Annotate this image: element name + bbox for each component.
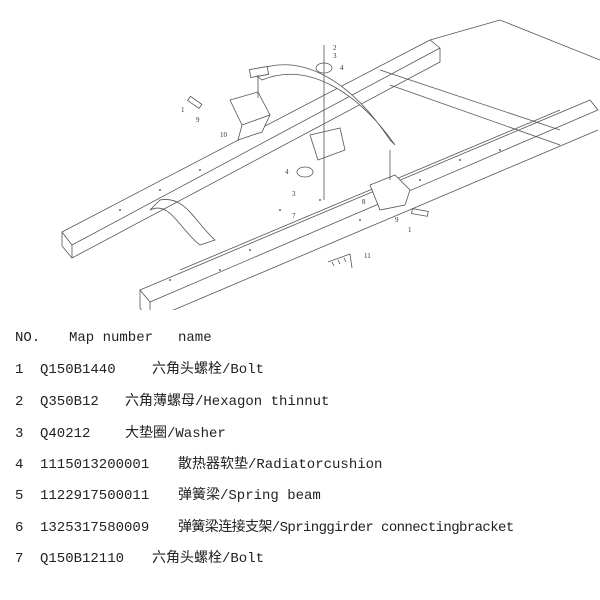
- header-name: name: [178, 330, 212, 346]
- row-name: 六角头螺栓/Bolt: [152, 362, 265, 378]
- table-row: 4 1115013200001 散热器软垫/Radiatorcushion: [0, 454, 600, 476]
- radiator-cushion-lower: [296, 166, 314, 178]
- table-row: 2 Q350B12 六角薄螺母/Hexagon thinnut: [0, 391, 600, 413]
- row-no: 3: [15, 426, 24, 442]
- table-row: 1 Q150B1440 六角头螺栓/Bolt: [0, 359, 600, 381]
- parts-table-header: NO. Map number name: [0, 327, 600, 349]
- row-no: 1: [15, 362, 24, 378]
- row-name: 六角薄螺母/Hexagon thinnut: [125, 394, 330, 410]
- row-name: 弹簧梁/Spring beam: [178, 488, 321, 504]
- callout-4-top: 4: [340, 64, 344, 72]
- bolt-left: [186, 95, 203, 110]
- row-map-number: Q350B12: [40, 394, 99, 410]
- spring-bracket-left: [229, 91, 271, 141]
- callout-3-bottom: 3: [292, 190, 296, 198]
- row-no: 2: [15, 394, 24, 410]
- callout-9-right: 9: [395, 216, 399, 224]
- callout-9-left: 9: [196, 116, 200, 124]
- row-no: 4: [15, 457, 24, 473]
- row-map-number: 1115013200001: [40, 457, 150, 473]
- header-map-number: Map number: [69, 330, 154, 346]
- callout-10: 10: [220, 131, 228, 139]
- rear-cross-member: [379, 19, 600, 146]
- header-no: NO.: [15, 330, 41, 346]
- row-map-number: Q40212: [40, 426, 91, 442]
- cross-member: [149, 199, 216, 246]
- bracket-11: [327, 253, 353, 269]
- table-row: 7 Q150B12110 六角头螺栓/Bolt: [0, 548, 600, 570]
- row-map-number: Q150B12110: [40, 551, 125, 567]
- right-frame-rail: [139, 99, 599, 310]
- callout-3-top: 3: [333, 52, 337, 60]
- frame-holes: [119, 149, 501, 281]
- row-name: 弹簧梁连接支架/Springgirder connectingbracket: [178, 520, 514, 536]
- connecting-bracket-right: [369, 174, 411, 211]
- callout-1-right: 1: [408, 226, 412, 234]
- row-name: 散热器软垫/Radiatorcushion: [178, 457, 383, 473]
- table-row: 6 1325317580009 弹簧梁连接支架/Springgirder con…: [0, 517, 600, 539]
- callout-4-bottom: 4: [285, 168, 289, 176]
- row-name: 大垫圈/Washer: [125, 426, 226, 442]
- table-row: 3 Q40212 大垫圈/Washer: [0, 423, 600, 445]
- row-map-number: Q150B1440: [40, 362, 116, 378]
- spring-bracket-center: [309, 127, 346, 161]
- callout-7: 7: [292, 212, 296, 220]
- row-no: 6: [15, 520, 24, 536]
- row-no: 5: [15, 488, 24, 504]
- bolt-right: [411, 208, 429, 217]
- callout-8: 8: [362, 198, 366, 206]
- table-row: 5 1122917500011 弹簧梁/Spring beam: [0, 485, 600, 507]
- callout-11: 11: [364, 252, 371, 260]
- spring-beam-end: [248, 66, 270, 78]
- row-map-number: 1325317580009: [40, 520, 150, 536]
- callout-2: 2: [333, 44, 337, 52]
- chassis-frame-exploded-diagram: 1 2 3 4 9 10 4 3 7 8 9 1 11: [61, 19, 600, 310]
- callout-1-left: 1: [181, 106, 185, 114]
- row-no: 7: [15, 551, 24, 567]
- row-name: 六角头螺栓/Bolt: [152, 551, 265, 567]
- row-map-number: 1122917500011: [40, 488, 150, 504]
